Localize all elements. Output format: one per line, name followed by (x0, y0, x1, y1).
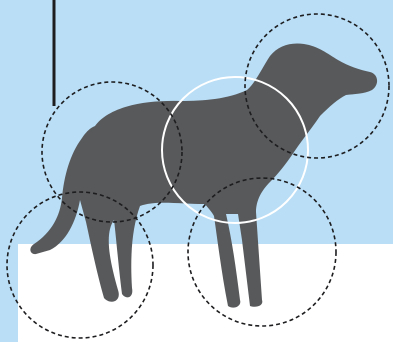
white-panel (18, 244, 393, 342)
dashed-circle-head (244, 13, 390, 159)
dog-silhouette (30, 43, 378, 308)
dashed-circle-hind-legs (6, 191, 154, 339)
solid-circle-shoulder (161, 76, 309, 224)
dashed-circle-hindquarters (41, 81, 183, 223)
dashed-circle-front-legs (187, 177, 337, 327)
